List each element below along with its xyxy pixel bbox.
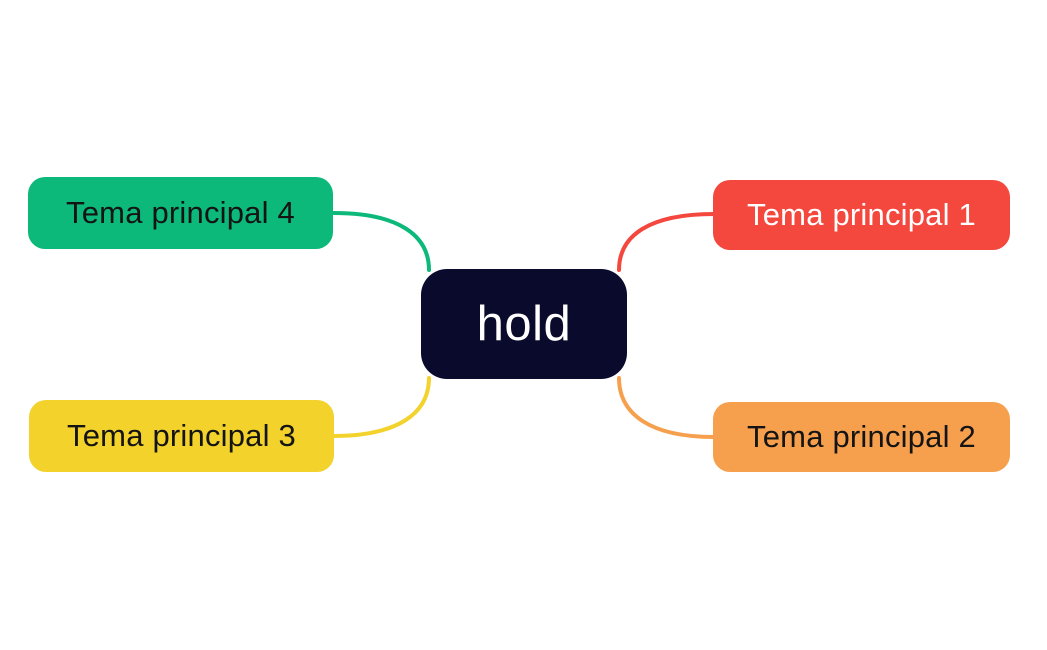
branch-node-tema-principal-2[interactable]: Tema principal 2 [713, 402, 1010, 472]
branch-node-tema-principal-3[interactable]: Tema principal 3 [29, 400, 334, 472]
branch-label: Tema principal 4 [66, 195, 295, 230]
central-topic-label: hold [476, 297, 572, 351]
connector-branch-1 [617, 212, 716, 272]
connector-branch-2 [617, 376, 716, 439]
branch-label: Tema principal 2 [747, 419, 976, 454]
connector-branch-4 [332, 211, 431, 272]
branch-node-tema-principal-4[interactable]: Tema principal 4 [28, 177, 333, 249]
branch-label: Tema principal 3 [67, 418, 296, 453]
branch-node-tema-principal-1[interactable]: Tema principal 1 [713, 180, 1010, 250]
connector-branch-3 [331, 376, 431, 438]
central-topic-node[interactable]: hold [421, 269, 627, 379]
branch-label: Tema principal 1 [747, 197, 976, 232]
